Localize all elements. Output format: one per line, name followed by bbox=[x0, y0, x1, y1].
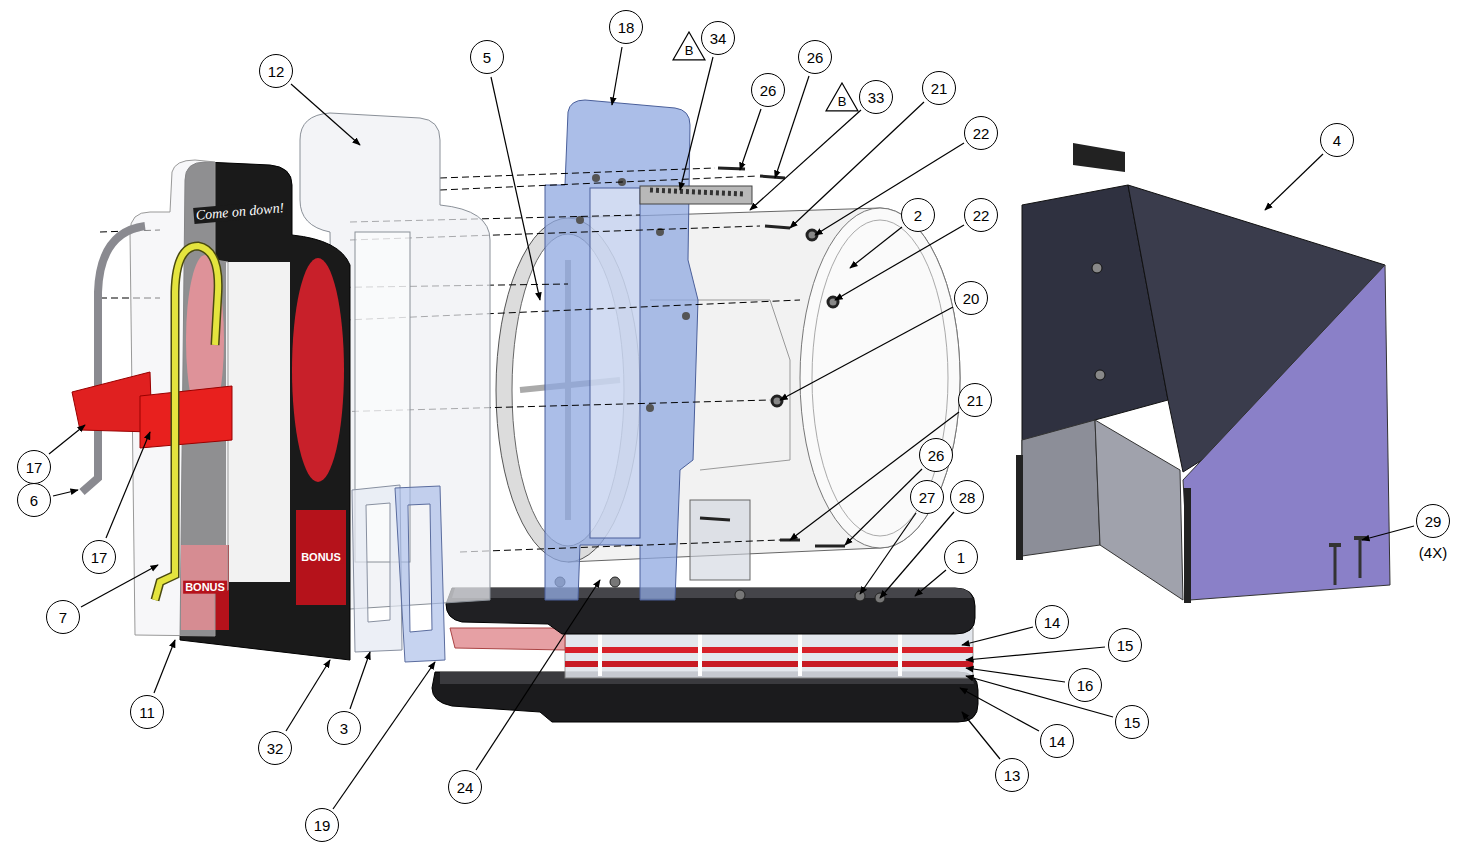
callout-circle: 5 bbox=[470, 40, 504, 74]
callout-circle: 16 bbox=[1068, 668, 1102, 702]
callout-number: 1 bbox=[957, 550, 965, 565]
callout-number: 2 bbox=[914, 208, 922, 223]
callout-circle: 26 bbox=[798, 40, 832, 74]
quantity-note: (4X) bbox=[1417, 544, 1449, 561]
callout-circle: 28 bbox=[950, 480, 984, 514]
callout-number: 12 bbox=[268, 64, 285, 79]
callout-circle: 24 bbox=[448, 770, 482, 804]
callout-number: 19 bbox=[314, 818, 331, 833]
callout-circle: 19 bbox=[305, 808, 339, 842]
screws bbox=[700, 168, 845, 546]
hood bbox=[1016, 143, 1390, 603]
callout-circle: 18 bbox=[609, 10, 643, 44]
callout-circle: 20 bbox=[954, 281, 988, 315]
callout-circle: 15 bbox=[1108, 628, 1142, 662]
callout-number: 15 bbox=[1117, 638, 1134, 653]
callout-number: 26 bbox=[928, 448, 945, 463]
hook bbox=[82, 226, 145, 492]
callout-number: 28 bbox=[959, 490, 976, 505]
callout-number: 11 bbox=[139, 705, 155, 720]
callout-circle: 1 bbox=[944, 540, 978, 574]
callout-circle: 17 bbox=[82, 540, 116, 574]
callout-circle: 21 bbox=[958, 383, 992, 417]
callout-number: 21 bbox=[967, 393, 984, 408]
hook bbox=[155, 246, 218, 600]
callout-number: 33 bbox=[868, 90, 885, 105]
callout-circle: 15 bbox=[1115, 705, 1149, 739]
callout-number: 7 bbox=[59, 610, 67, 625]
leader-lines bbox=[49, 47, 1414, 809]
callout-number: 21 bbox=[931, 81, 948, 96]
callout-circle: 12 bbox=[259, 54, 293, 88]
callout-circle: 27 bbox=[910, 480, 944, 514]
callout-number: 6 bbox=[30, 493, 38, 508]
callout-number: 3 bbox=[340, 721, 348, 736]
callout-number: 22 bbox=[973, 208, 990, 223]
callout-number: 14 bbox=[1044, 615, 1061, 630]
revision-triangle: B bbox=[672, 31, 706, 61]
small-panel bbox=[395, 486, 445, 662]
callout-circle: 26 bbox=[919, 438, 953, 472]
callout-circle: 34 bbox=[701, 21, 735, 55]
callout-number: 26 bbox=[760, 83, 777, 98]
revision-triangle: B bbox=[825, 82, 859, 112]
callout-circle: 21 bbox=[922, 71, 956, 105]
callout-circle: 29 bbox=[1416, 504, 1450, 538]
revision-letter: B bbox=[838, 86, 847, 108]
callout-number: 13 bbox=[1004, 768, 1021, 783]
small-panel bbox=[352, 485, 402, 652]
panel-graphic-text: BONUS bbox=[183, 581, 227, 594]
callout-circle: 22 bbox=[964, 116, 998, 150]
callout-circle: 4 bbox=[1320, 123, 1354, 157]
callout-number: 27 bbox=[919, 490, 936, 505]
callout-number: 14 bbox=[1049, 734, 1066, 749]
callout-number: 20 bbox=[963, 291, 980, 306]
callout-number: 15 bbox=[1124, 715, 1141, 730]
callout-number: 24 bbox=[457, 780, 474, 795]
callout-number: 16 bbox=[1077, 678, 1094, 693]
callout-circle: 7 bbox=[46, 600, 80, 634]
callout-circle: 11 bbox=[130, 695, 164, 729]
callout-circle: 13 bbox=[995, 758, 1029, 792]
base-plate bbox=[432, 577, 978, 722]
callout-number: 32 bbox=[267, 741, 284, 756]
callout-number: 17 bbox=[26, 460, 43, 475]
callout-number: 34 bbox=[710, 31, 727, 46]
callout-number: 17 bbox=[91, 550, 108, 565]
callout-circle: 2 bbox=[901, 198, 935, 232]
callout-circle: 6 bbox=[17, 483, 51, 517]
callout-number: 22 bbox=[973, 126, 990, 141]
callout-circle: 32 bbox=[258, 731, 292, 765]
revision-letter: B bbox=[685, 35, 694, 57]
callout-number: 29 bbox=[1425, 514, 1442, 529]
callout-number: 18 bbox=[618, 20, 635, 35]
callout-circle: 3 bbox=[327, 711, 361, 745]
panel-graphic-text: BONUS bbox=[299, 551, 343, 564]
callout-number: 26 bbox=[807, 50, 824, 65]
callout-circle: 33 bbox=[859, 80, 893, 114]
gate bbox=[140, 386, 232, 448]
side-panel bbox=[545, 100, 752, 600]
callout-circle: 26 bbox=[751, 73, 785, 107]
callout-circle: 14 bbox=[1035, 605, 1069, 639]
callout-number: 4 bbox=[1333, 133, 1341, 148]
callout-number: 5 bbox=[483, 50, 491, 65]
callout-circle: 14 bbox=[1040, 724, 1074, 758]
hook bbox=[155, 246, 218, 600]
callout-circle: 17 bbox=[17, 450, 51, 484]
callout-circle: 22 bbox=[964, 198, 998, 232]
